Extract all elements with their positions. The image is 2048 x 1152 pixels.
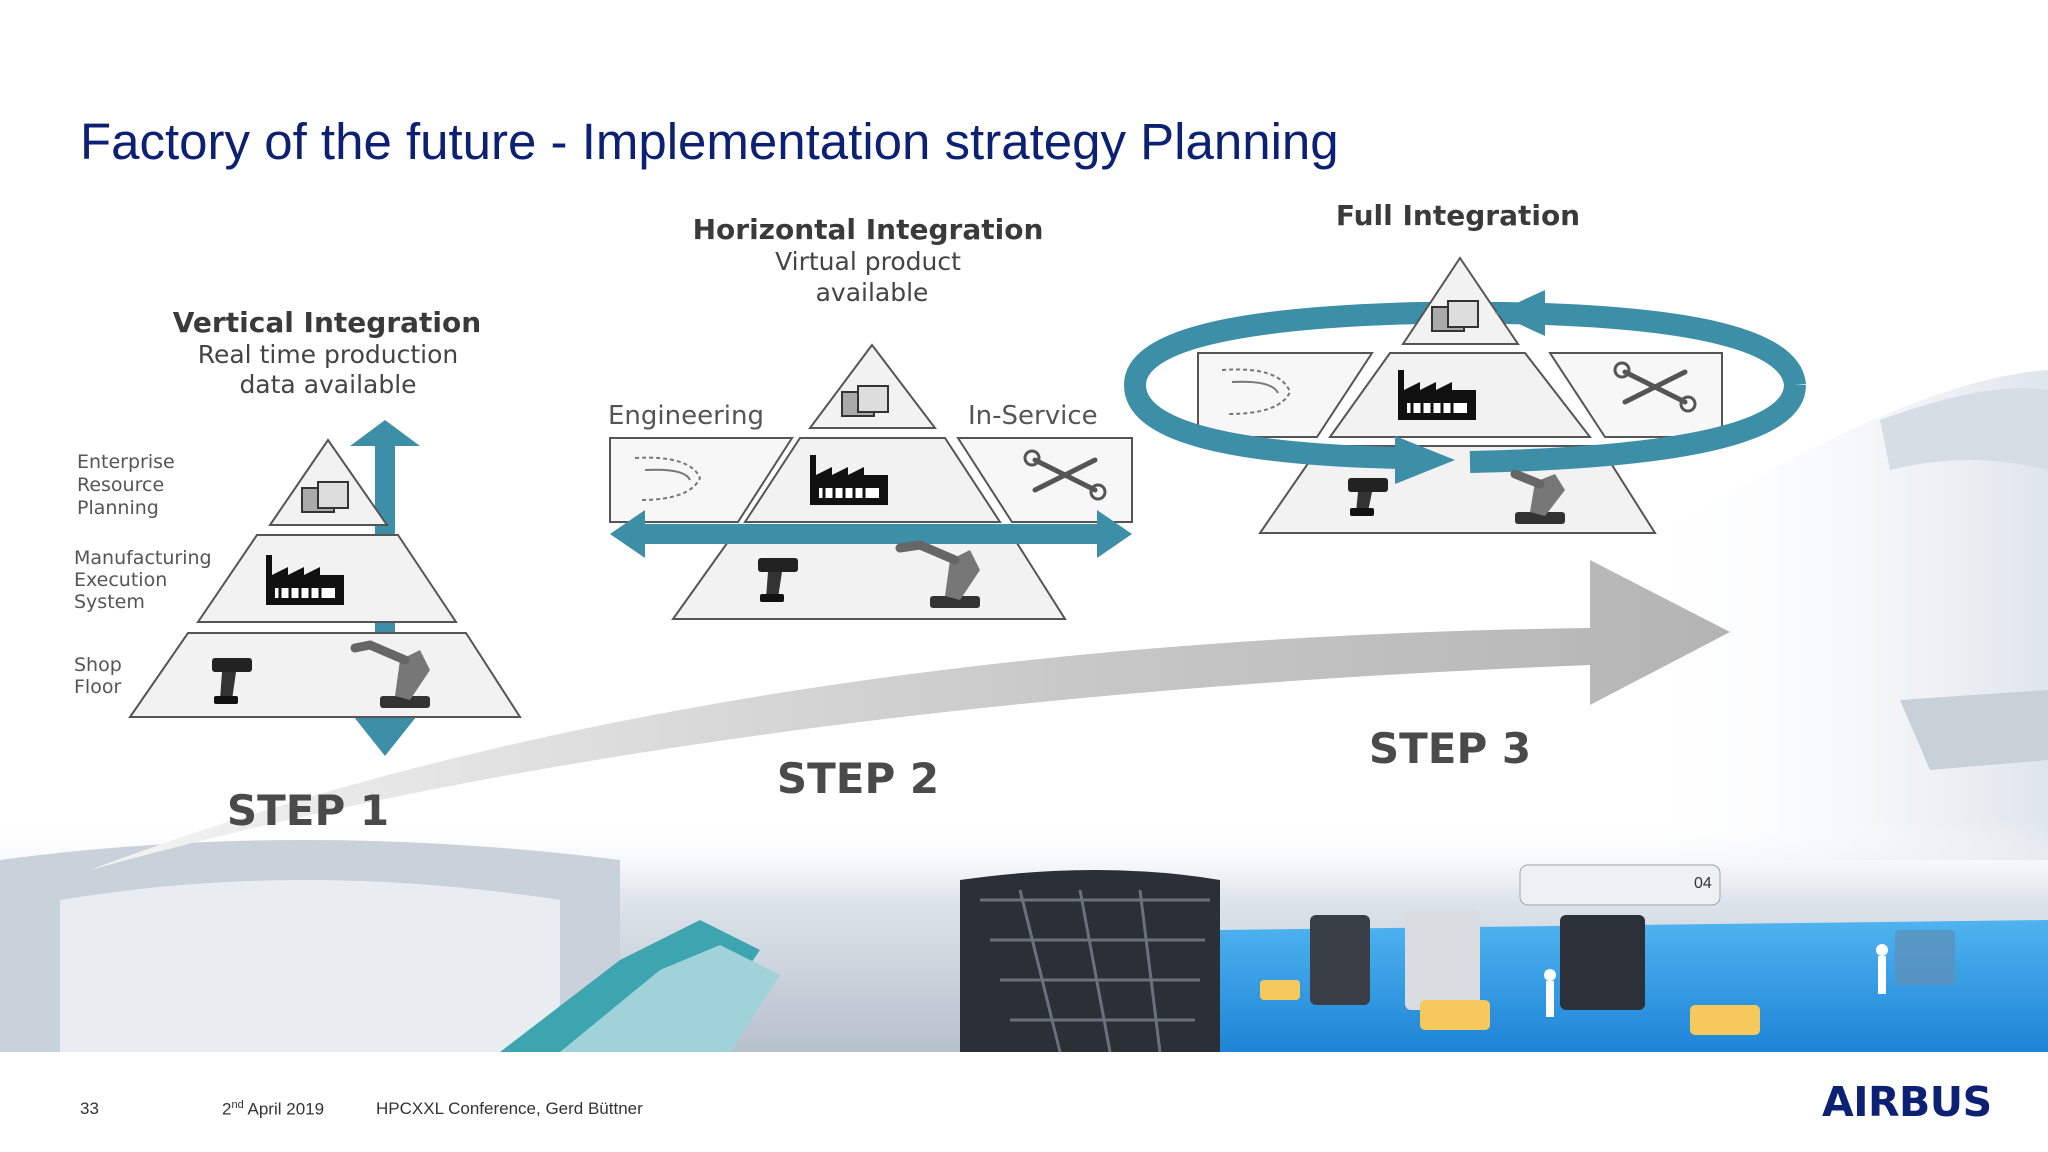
factory-icon bbox=[1398, 370, 1476, 420]
vehicle-number: 04 bbox=[1694, 875, 1712, 892]
step1-subtitle-line2: data available bbox=[239, 370, 416, 399]
step2-label: STEP 2 bbox=[777, 754, 939, 803]
loop-arrowhead-right bbox=[1395, 436, 1455, 484]
robot-arm-icon bbox=[895, 540, 980, 608]
level-label-mes-1: Manufacturing bbox=[74, 547, 212, 569]
robot-arm-icon bbox=[350, 640, 430, 708]
step2-horizontal-integration: Horizontal Integration Virtual product a… bbox=[608, 213, 1133, 803]
airbus-logo: AIRBUS bbox=[1822, 1078, 1992, 1126]
computer-icon bbox=[301, 481, 349, 513]
step3-full-integration: Full Integration bbox=[1124, 199, 1806, 773]
step2-subtitle-line2: available bbox=[816, 278, 929, 307]
in-service-label: In-Service bbox=[968, 401, 1098, 431]
power-drill-icon bbox=[1348, 478, 1388, 516]
level-label-erp-3: Planning bbox=[77, 497, 159, 519]
power-drill-icon bbox=[758, 558, 798, 602]
step1-label: STEP 1 bbox=[227, 786, 389, 835]
progression-arrow bbox=[90, 560, 1730, 870]
date-suffix: nd bbox=[231, 1099, 244, 1111]
level-label-erp-1: Enterprise bbox=[77, 451, 175, 473]
wing-design-icon bbox=[1221, 368, 1292, 415]
date-day: 2 bbox=[222, 1099, 232, 1119]
step1-subtitle-line1: Real time production bbox=[198, 340, 459, 369]
page-number: 33 bbox=[80, 1099, 99, 1118]
step3-label: STEP 3 bbox=[1369, 724, 1531, 773]
computer-icon bbox=[841, 385, 889, 417]
robot-arm-icon bbox=[1510, 469, 1565, 524]
pyramid-bottom-level bbox=[671, 531, 1067, 620]
level-label-shop-2: Floor bbox=[74, 676, 121, 698]
footer-event: HPCXXL Conference, Gerd Büttner bbox=[376, 1099, 643, 1118]
level-label-shop-1: Shop bbox=[74, 654, 122, 676]
slide-title: Factory of the future - Implementation s… bbox=[80, 113, 1339, 170]
date-rest: April 2019 bbox=[243, 1099, 325, 1119]
step2-subtitle-line1: Virtual product bbox=[775, 247, 961, 276]
footer-date: 2nd April 2019 bbox=[222, 1099, 324, 1120]
pyramid-bottom-level bbox=[128, 632, 522, 718]
factory-icon bbox=[266, 555, 344, 605]
engineering-panel bbox=[1197, 352, 1374, 438]
tools-icon bbox=[1023, 449, 1107, 501]
step1-vertical-integration: Vertical Integration Real time productio… bbox=[74, 306, 522, 835]
factory-background-image: 04 bbox=[0, 370, 2048, 1053]
step1-heading: Vertical Integration bbox=[173, 306, 481, 339]
power-drill-icon bbox=[212, 658, 252, 704]
step3-heading: Full Integration bbox=[1336, 199, 1580, 232]
step2-heading: Horizontal Integration bbox=[693, 213, 1044, 246]
level-label-erp-2: Resource bbox=[77, 474, 164, 496]
level-label-mes-3: System bbox=[74, 591, 145, 613]
engineering-label: Engineering bbox=[608, 401, 764, 431]
loop-arrowhead-left bbox=[1495, 290, 1545, 336]
tools-icon bbox=[1613, 361, 1697, 413]
in-service-panel bbox=[956, 437, 1133, 523]
horizontal-double-arrow bbox=[610, 510, 1132, 558]
wing-design-icon bbox=[634, 456, 702, 501]
level-label-mes-2: Execution bbox=[74, 569, 167, 591]
computer-icon bbox=[1431, 300, 1479, 332]
engineering-panel bbox=[609, 437, 794, 523]
integration-loop-arrow-front bbox=[1124, 383, 1806, 473]
factory-icon bbox=[810, 455, 888, 505]
